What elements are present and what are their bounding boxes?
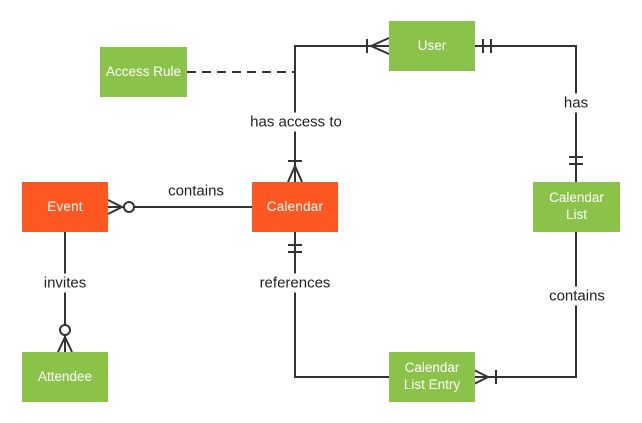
wire-calendarlist-contains-entry — [473, 232, 577, 385]
entity-user: User — [389, 21, 475, 71]
relationship-label-contains-entries: contains — [545, 286, 609, 306]
wire-user-has-calendarlist — [474, 39, 583, 182]
entity-access-rule: Access Rule — [100, 47, 187, 97]
entity-calendar-list: Calendar List — [533, 182, 620, 232]
entity-user-label: User — [417, 37, 447, 53]
relationship-label-references: references — [255, 273, 335, 293]
zero-optional-circle-icon — [123, 201, 135, 213]
crows-foot-many-icon — [57, 335, 73, 353]
entity-calendar-list-label: Calendar List — [549, 190, 604, 222]
entity-attendee-label: Attendee — [37, 368, 93, 384]
relationship-label-contains-events: contains — [164, 181, 228, 201]
relationship-label-invites: invites — [39, 273, 91, 293]
entity-calendar-list-entry-label: Calendar List Entry — [403, 360, 461, 392]
wire-calendar-references-entry — [288, 232, 389, 378]
one-and-only-one-bars-icon — [569, 156, 583, 165]
one-and-only-one-bars-icon — [482, 39, 492, 53]
entity-calendar-label: Calendar — [266, 198, 324, 214]
one-and-only-one-bars-icon — [288, 244, 302, 253]
entity-attendee: Attendee — [22, 352, 108, 402]
wire-calendar-hasaccess-user — [287, 37, 390, 183]
one-or-many-marker-icon — [473, 369, 497, 385]
entity-calendar-list-entry: Calendar List Entry — [389, 352, 475, 402]
wire-line — [474, 45, 577, 182]
one-or-many-marker-icon — [287, 160, 303, 183]
relationship-label-has-access-to: has access to — [246, 112, 346, 132]
wire-event-invites-attendee — [57, 232, 73, 353]
entity-event: Event — [22, 182, 108, 232]
entity-event-label: Event — [47, 198, 83, 214]
wire-line — [474, 232, 577, 378]
zero-optional-circle-icon — [59, 324, 71, 336]
wire-line — [294, 45, 389, 182]
wire-event-contains-calendar — [107, 199, 252, 215]
crows-foot-many-icon — [107, 199, 123, 215]
wire-line — [294, 232, 389, 378]
entity-calendar: Calendar — [252, 182, 338, 232]
entity-access-rule-label: Access Rule — [105, 63, 182, 79]
relationship-label-has: has — [559, 93, 593, 113]
one-or-many-marker-icon — [366, 37, 390, 55]
